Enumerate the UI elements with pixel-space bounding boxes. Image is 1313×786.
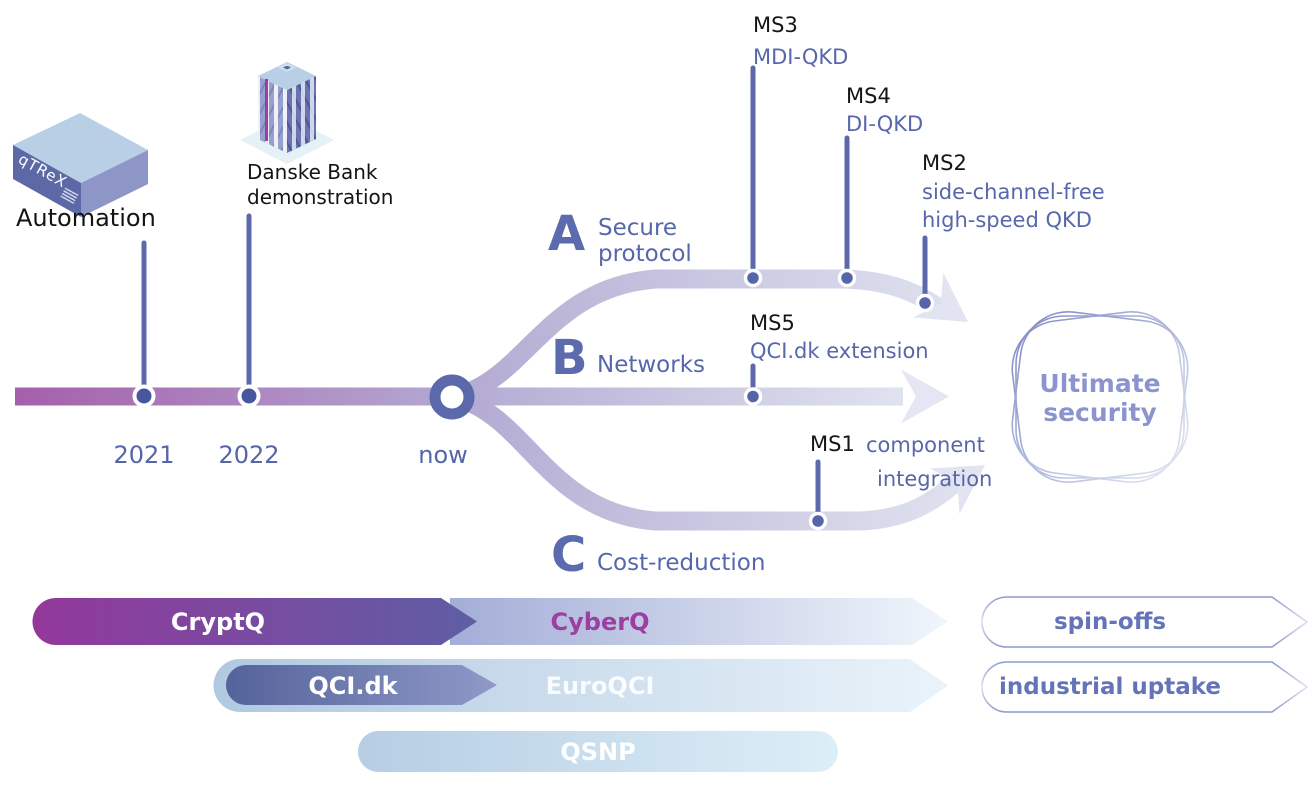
goal-line2: security [1043, 398, 1157, 427]
branch-a-letter: A [548, 206, 586, 262]
ultimate-security-emblem [1011, 311, 1189, 483]
euroqci-label: EuroQCI [545, 672, 655, 700]
now-label: now [418, 441, 468, 469]
building-right-face [287, 76, 316, 153]
ms3-id: MS3 [753, 13, 798, 37]
branch-a-arrowhead [913, 272, 968, 322]
branch-b-name: Networks [597, 352, 706, 378]
qcidk-bar [226, 665, 497, 705]
ms5-desc: QCI.dk extension [750, 339, 929, 363]
ms5-id: MS5 [750, 311, 795, 335]
automation-label: Automation [16, 204, 156, 232]
bank-building-icon [238, 55, 338, 167]
building-accent-stripe [265, 79, 268, 141]
branch-c-arrowhead [930, 465, 985, 514]
branch-c-path [449, 387, 965, 531]
goal-line1: Ultimate [1039, 369, 1161, 398]
year-2021-label: 2021 [113, 441, 175, 469]
cryptq-bar [32, 598, 477, 645]
ms5-dot [743, 387, 763, 406]
ultimate-security-label: Ultimate security [1039, 369, 1160, 427]
timeline-bar [15, 387, 455, 406]
cyberq-bar [450, 598, 948, 645]
industrial-uptake-label: industrial uptake [998, 674, 1222, 700]
qtrex-device-icon: qTReX [10, 108, 152, 223]
year-2022-label: 2022 [218, 441, 280, 469]
ms2-id: MS2 [922, 151, 967, 175]
ms2-desc-line1: side-channel-free [922, 180, 1105, 204]
ms4-dot [837, 268, 857, 288]
branch-a-path [449, 269, 951, 407]
branch-c-letter: C [551, 527, 587, 583]
ms1-id: MS1 [810, 432, 855, 456]
ms1-dot [808, 511, 828, 531]
branch-a-name-line1: Secure [598, 215, 678, 241]
ms2-desc-line2: high-speed QKD [922, 208, 1092, 232]
ms2-dot [915, 293, 935, 313]
qcidk-label: QCI.dk [308, 672, 398, 700]
spin-offs-label: spin-offs [1053, 609, 1167, 635]
event-stems [141, 65, 928, 518]
ms3-dot [743, 268, 763, 288]
danske-line1: Danske Bank [247, 160, 378, 184]
industrial-uptake-capsule [981, 661, 1309, 713]
cryptq-label: CryptQ [170, 608, 266, 636]
cyberq-label: CyberQ [550, 608, 650, 636]
now-node [429, 374, 475, 420]
ms3-desc: MDI-QKD [753, 45, 849, 69]
ms1-desc-line1: component [866, 433, 985, 457]
building-left-face [258, 76, 287, 153]
branch-a-name-line2: protocol [598, 241, 692, 267]
year-2022-dot [237, 384, 261, 408]
danske-bank-label: Danske Bank demonstration [247, 160, 393, 210]
branch-a-name: Secure protocol [598, 215, 692, 267]
building-roof-dot [283, 65, 291, 70]
branch-b-arrowhead [901, 369, 949, 424]
year-2021-dot [132, 384, 156, 408]
qsnp-bar [358, 731, 838, 772]
branch-c-name: Cost-reduction [597, 550, 766, 576]
milestone-dots [743, 268, 935, 531]
ms4-id: MS4 [846, 84, 891, 108]
branch-b-letter: B [551, 330, 588, 386]
spin-offs-capsule [981, 596, 1309, 648]
ms4-desc: DI-QKD [846, 112, 924, 136]
ms1-desc-line2: integration [877, 467, 993, 491]
danske-line2: demonstration [247, 185, 394, 209]
qsnp-label: QSNP [560, 738, 636, 766]
